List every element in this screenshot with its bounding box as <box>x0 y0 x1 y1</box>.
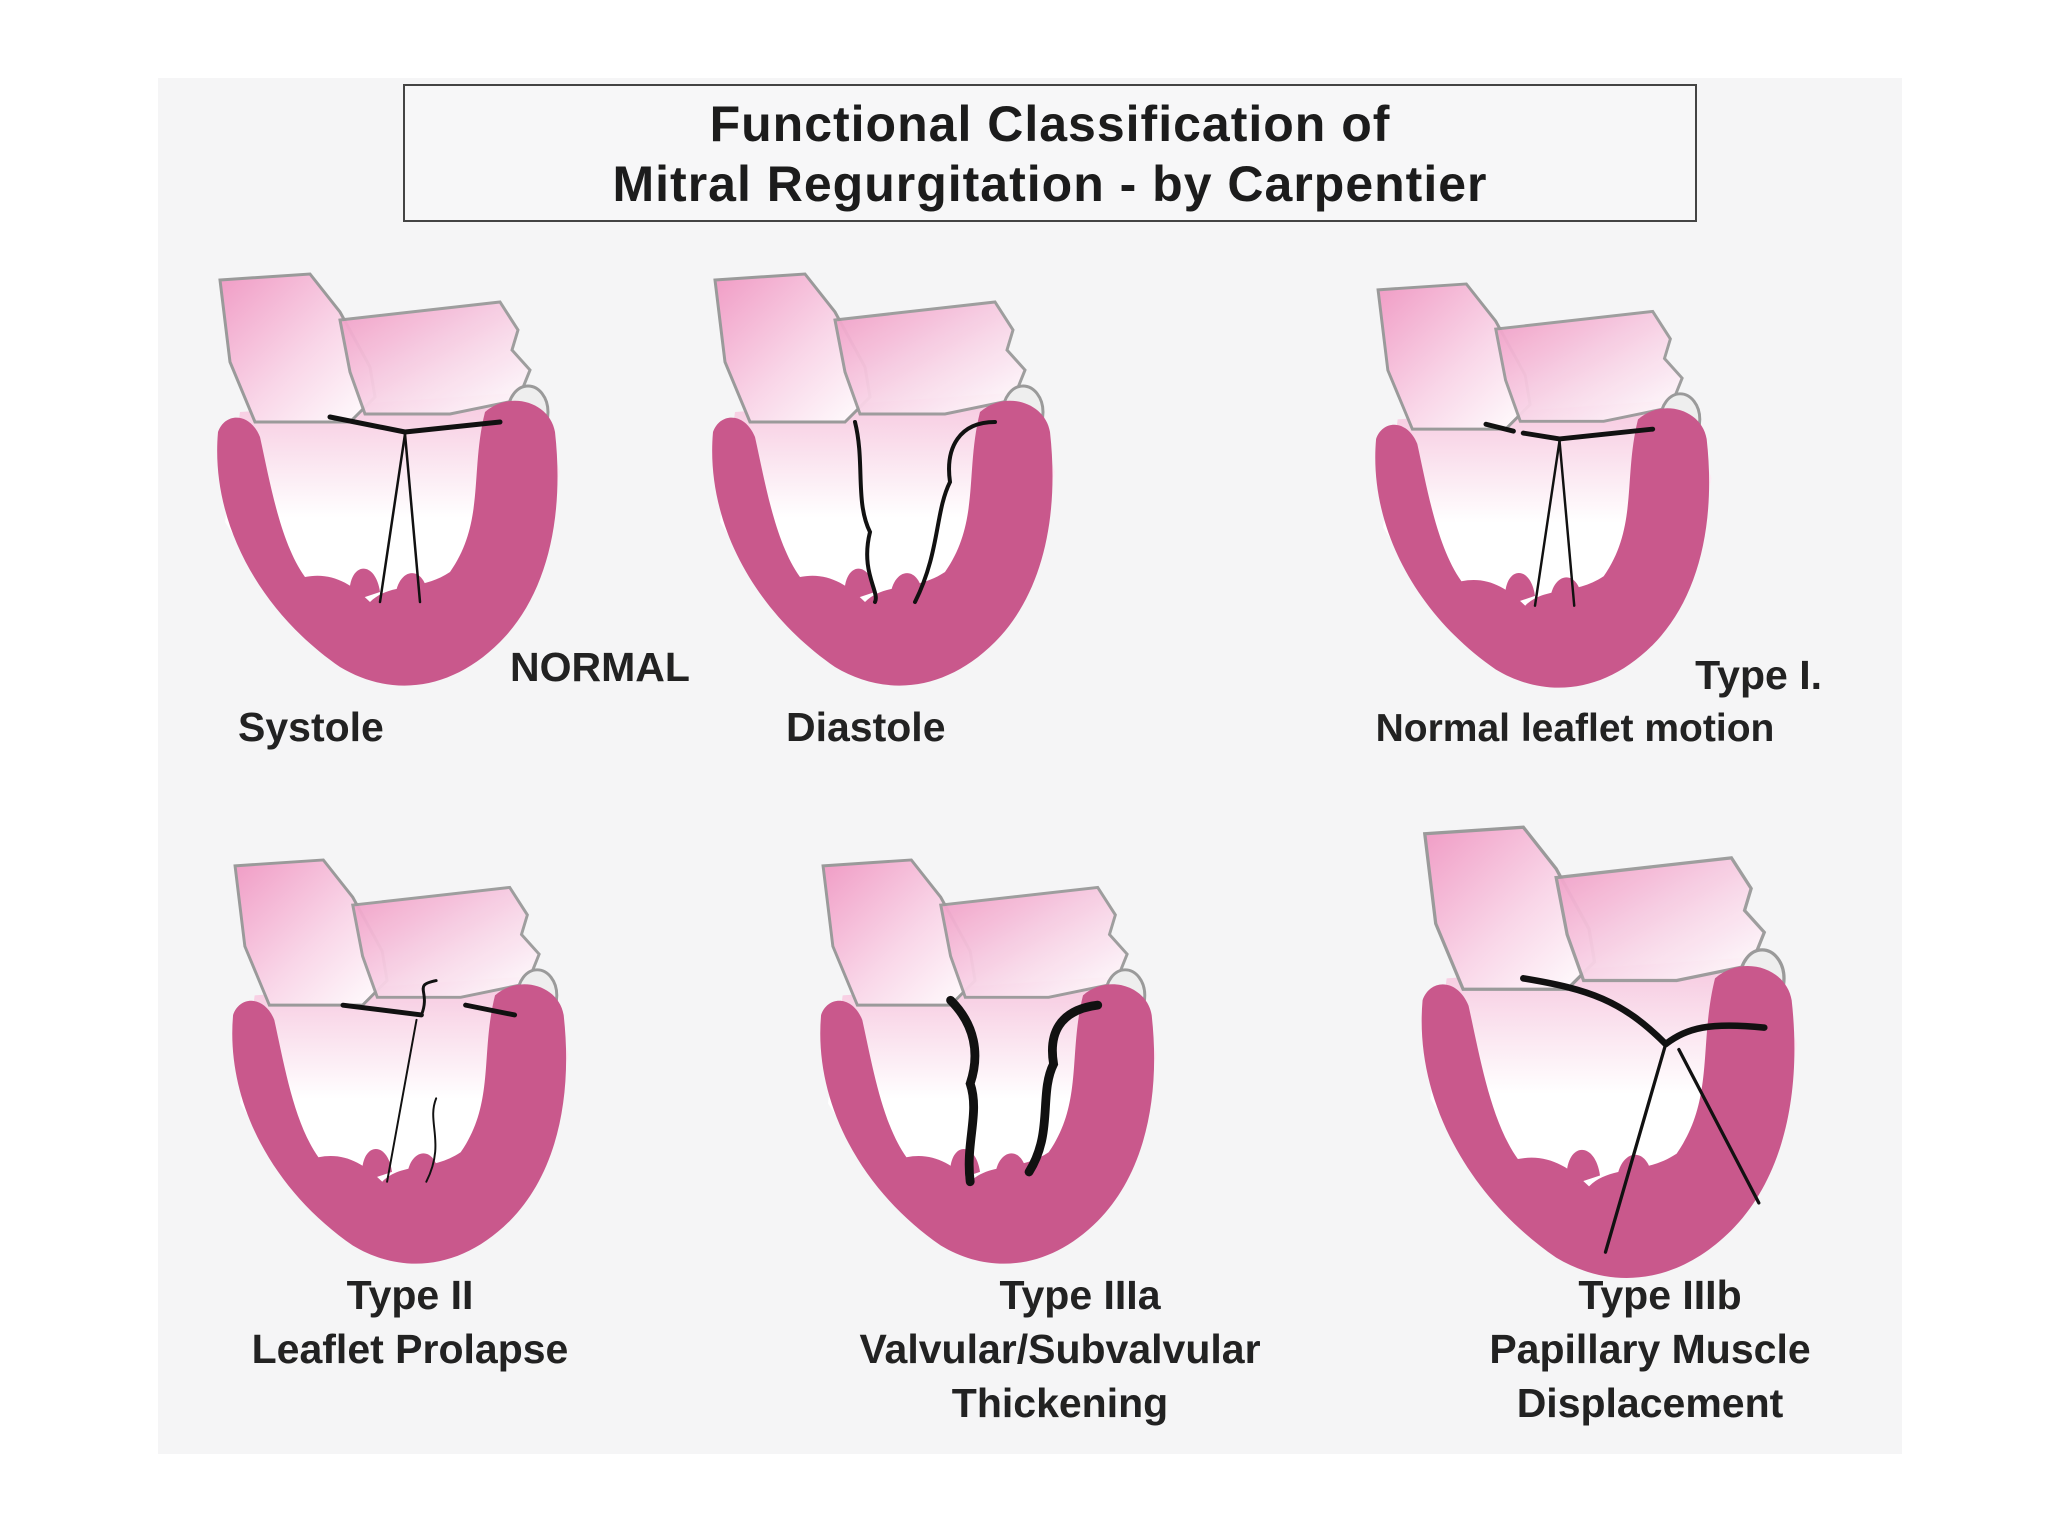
anterior-leaflet <box>1520 975 1669 1048</box>
label-type-iiia-desc-1: Valvular/Subvalvular <box>859 1326 1261 1372</box>
chordae-2 <box>1558 439 1576 607</box>
systole-heart <box>217 272 560 686</box>
papillary-muscle-left <box>362 1148 392 1182</box>
anterior-leaflet <box>853 420 878 604</box>
chordae-2 <box>1677 1047 1761 1205</box>
posterior-leaflet <box>913 420 997 604</box>
anterior-leaflet <box>340 1002 424 1018</box>
prolapsed-segment <box>419 979 438 1017</box>
label-type-i-title: Type I. <box>1695 652 1822 698</box>
ventricular-wall <box>820 984 1155 1264</box>
diastole-heart <box>712 272 1055 686</box>
chordae-1 <box>1603 1042 1668 1254</box>
papillary-muscle-right <box>890 573 923 602</box>
papillary-muscle-left <box>349 568 380 602</box>
aortic-root <box>1494 309 1684 423</box>
ventricular-wall <box>232 984 567 1264</box>
label-type-iiib: Type IIIb Papillary Muscle Displacement <box>1420 1268 1880 1430</box>
aortic-root <box>351 885 541 999</box>
label-type-ii-title: Type II <box>346 1272 474 1318</box>
label-type-iiib-title: Type IIIb <box>1578 1272 1742 1318</box>
papillary-muscle-left <box>1505 572 1535 606</box>
title-box: Functional Classification of Mitral Regu… <box>403 84 1697 222</box>
ventricular-wall <box>217 400 558 686</box>
type-iiia-heart <box>820 858 1157 1264</box>
title-line-2: Mitral Regurgitation - by Carpentier <box>612 156 1488 212</box>
posterior-leaflet-thick <box>1024 1000 1103 1177</box>
label-diastole-text: Diastole <box>786 704 946 750</box>
chordae-torn <box>425 1097 438 1183</box>
anterior-leaflet-thick <box>946 995 980 1187</box>
chordae-1 <box>386 1018 418 1183</box>
type-i-heart <box>1375 282 1712 688</box>
label-type-iiib-desc-2: Displacement <box>1516 1380 1784 1426</box>
papillary-muscle-right <box>994 1153 1028 1182</box>
label-normal-text: NORMAL <box>510 644 690 690</box>
aortic-root <box>1554 856 1767 983</box>
label-type-iiia: Type IIIa Valvular/Subvalvular Thickenin… <box>800 1268 1320 1430</box>
posterior-leaflet <box>1662 1022 1768 1048</box>
label-systole-text: Systole <box>238 704 384 750</box>
type-iiib-heart <box>1421 825 1798 1278</box>
anterior-leaflet <box>327 414 408 435</box>
label-normal: NORMAL <box>510 640 690 694</box>
aortic-root <box>833 300 1027 416</box>
chordae-1 <box>1533 439 1561 607</box>
label-type-ii: Type II Leaflet Prolapse <box>190 1268 630 1376</box>
label-type-i: Type I. Normal leaflet motion <box>1310 648 1840 756</box>
label-type-iiib-desc-1: Papillary Muscle <box>1489 1326 1811 1372</box>
chordae-1 <box>378 432 407 604</box>
aortic-root <box>338 300 532 416</box>
title-line-1: Functional Classification of <box>709 96 1391 152</box>
label-type-iiia-desc-2: Thickening <box>951 1380 1169 1426</box>
label-diastole: Diastole <box>786 700 946 754</box>
papillary-muscle-right <box>406 1153 440 1182</box>
chordae-2 <box>403 432 422 604</box>
anterior-leaflet <box>1483 421 1562 442</box>
posterior-leaflet <box>1557 426 1656 442</box>
posterior-leaflet <box>463 1002 518 1018</box>
label-type-iiia-title: Type IIIa <box>999 1272 1161 1318</box>
label-systole: Systole <box>238 700 384 754</box>
type-ii-heart <box>232 858 569 1264</box>
papillary-muscle-left <box>1566 1149 1600 1187</box>
papillary-muscle-left <box>844 568 875 602</box>
label-type-i-desc: Normal leaflet motion <box>1375 707 1775 750</box>
posterior-leaflet <box>402 419 503 435</box>
label-type-ii-desc: Leaflet Prolapse <box>251 1326 569 1372</box>
ventricular-wall <box>1421 965 1795 1278</box>
ventricular-wall <box>712 400 1053 686</box>
aortic-root <box>939 885 1129 999</box>
ventricular-wall <box>1375 408 1710 688</box>
